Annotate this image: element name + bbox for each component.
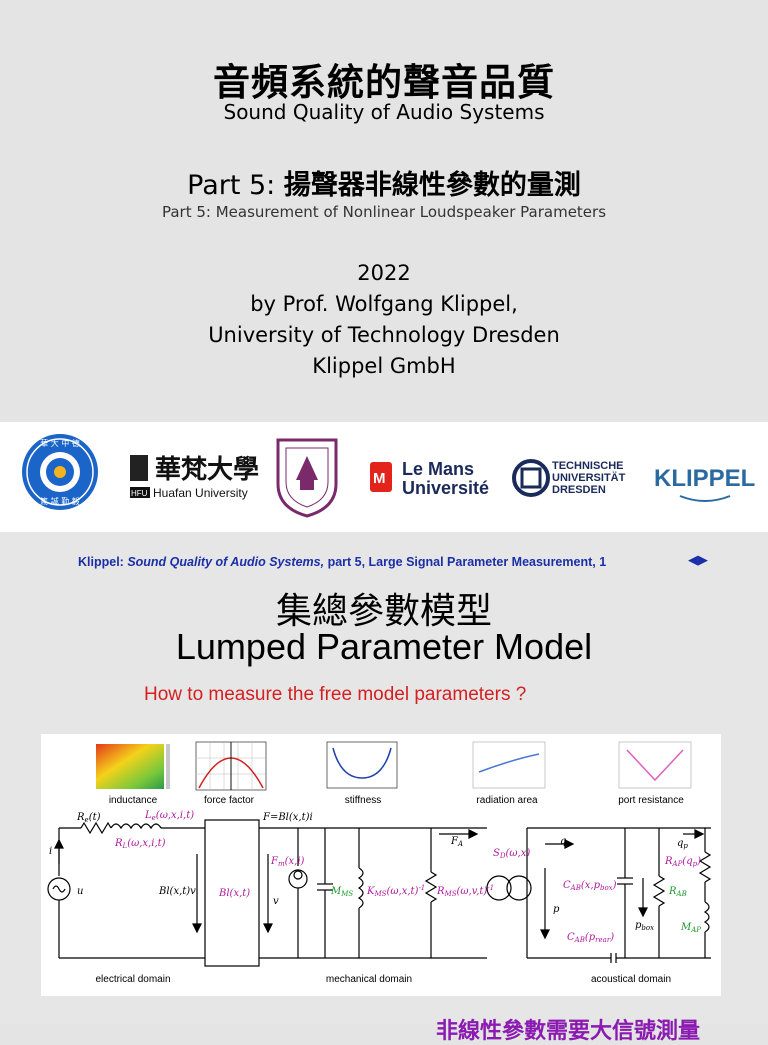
svg-text:v: v	[273, 896, 279, 907]
label-stiffness: stiffness	[345, 795, 382, 806]
slide2-header: Klippel: Sound Quality of Audio Systems,…	[78, 555, 606, 569]
circuit-wiring	[47, 819, 712, 967]
svg-text:F=Bl(x,t)i: F=Bl(x,t)i	[262, 812, 313, 823]
svg-text:Re(t): Re(t)	[76, 812, 101, 824]
author: by Prof. Wolfgang Klippel,	[250, 292, 518, 316]
lemans-line2: Université	[402, 478, 489, 498]
part-prefix: Part 5:	[187, 170, 284, 201]
svg-text:RAB: RAB	[668, 886, 687, 898]
klippel-text: KLIPPEL	[654, 465, 755, 492]
svg-text:Bl(x,t): Bl(x,t)	[218, 888, 250, 899]
label-inductance: inductance	[109, 795, 158, 806]
circuit-arrows	[54, 829, 705, 940]
lemans-logo: M Le Mans Université	[370, 459, 489, 498]
svg-text:Fm(x,i): Fm(x,i)	[270, 856, 305, 868]
affiliation-tud: University of Technology Dresden	[208, 323, 560, 347]
header-prefix: Klippel:	[78, 555, 128, 569]
svg-text:SD(ω,x): SD(ω,x)	[493, 848, 530, 860]
circuit-labels: Re(t) Le(ω,x,i,t) RL(ω,x,i,t) i u Bl(x,t…	[49, 810, 701, 944]
slide-nav[interactable]: ◀▶	[688, 553, 708, 568]
svg-text:FA: FA	[450, 836, 463, 848]
svg-text:Le(ω,x,i,t): Le(ω,x,i,t)	[144, 810, 194, 822]
thumb-radiation-area	[472, 741, 546, 789]
year: 2022	[357, 261, 411, 285]
thumb-force-factor	[195, 741, 267, 791]
svg-text:華 大 中 德: 華 大 中 德	[40, 438, 80, 448]
tud-line3: DRESDEN	[552, 484, 606, 496]
lumped-model-diagram: inductance force factor stiffness radiat…	[41, 734, 721, 996]
slide2-bottom-note: 非線性參數需要大信號測量	[436, 1019, 701, 1044]
svg-text:Bl(x,t)v: Bl(x,t)v	[158, 886, 196, 897]
svg-text:q: q	[560, 836, 566, 847]
svg-text:CAB(x,pbox): CAB(x,pbox)	[563, 880, 617, 892]
part-heading: Part 5: 揚聲器非線性參數的量測	[0, 163, 768, 202]
huafan-en: Huafan University	[153, 486, 248, 500]
header-suffix: part 5, Large Signal Parameter Measureme…	[324, 555, 607, 569]
label-force-factor: force factor	[204, 795, 255, 806]
svg-text:CAB(prear): CAB(prear)	[567, 932, 614, 944]
svg-text:i: i	[49, 846, 52, 857]
part-subtitle-en: Part 5: Measurement of Nonlinear Loudspe…	[161, 203, 607, 221]
svg-text:qp: qp	[677, 838, 688, 850]
svg-text:pbox: pbox	[635, 920, 654, 932]
shield-logo	[276, 438, 338, 518]
svg-text:KMS(ω,x,t)-1: KMS(ω,x,t)-1	[366, 884, 425, 898]
svg-text:篤 誠 勤 毅: 篤 誠 勤 毅	[40, 496, 80, 506]
seal-logo-left: 華 大 中 德 篤 誠 勤 毅	[22, 434, 98, 510]
part-title-cn: 揚聲器非線性參數的量測	[283, 170, 581, 201]
header-title: Sound Quality of Audio Systems,	[127, 555, 325, 569]
svg-text:RMS(ω,v,t)-1: RMS(ω,v,t)-1	[436, 884, 494, 898]
thumb-inductance	[96, 744, 170, 789]
thumb-port-resistance	[618, 741, 692, 789]
slide2-title-cn: 集總參數模型	[275, 591, 492, 632]
svg-text:M: M	[373, 470, 386, 487]
slide2-title-en: Lumped Parameter Model	[175, 626, 593, 667]
tud-line2: UNIVERSITÄT	[552, 471, 626, 484]
slide1-title-en: Sound Quality of Audio Systems	[223, 100, 545, 124]
tud-logo: TECHNISCHE UNIVERSITÄT DRESDEN	[512, 459, 626, 497]
huafan-logo: 華梵大學 HFU Huafan University	[130, 455, 259, 500]
svg-text:MAP: MAP	[680, 922, 701, 934]
label-radiation-area: radiation area	[476, 795, 538, 806]
svg-text:p: p	[553, 904, 560, 915]
label-port-resistance: port resistance	[618, 795, 684, 806]
logo-band: 華 大 中 德 篤 誠 勤 毅 華梵大學 HFU Huafan Universi…	[0, 422, 768, 532]
svg-text:RL(ω,x,i,t): RL(ω,x,i,t)	[114, 838, 166, 850]
svg-text:u: u	[77, 886, 83, 897]
huafan-cn: 華梵大學	[155, 455, 259, 485]
label-mechanical-domain: mechanical domain	[326, 974, 412, 985]
prev-arrow-icon[interactable]: ◀	[688, 553, 698, 568]
svg-text:RAP(qp): RAP(qp)	[664, 856, 701, 868]
slide1-title-cn: 音頻系統的聲音品質	[213, 61, 555, 104]
next-arrow-icon[interactable]: ▶	[698, 553, 708, 568]
label-acoustical-domain: acoustical domain	[591, 974, 671, 985]
affiliation-klippel: Klippel GmbH	[312, 354, 456, 378]
huafan-abbr: HFU	[131, 489, 148, 498]
thumb-stiffness	[326, 741, 398, 789]
label-electrical-domain: electrical domain	[95, 974, 170, 985]
credits: 2022 by Prof. Wolfgang Klippel, Universi…	[0, 258, 768, 382]
lemans-line1: Le Mans	[402, 459, 474, 479]
svg-text:MMS: MMS	[330, 886, 353, 898]
tud-line1: TECHNISCHE	[552, 460, 624, 472]
klippel-logo: KLIPPEL	[654, 465, 755, 502]
slide2-question: How to measure the free model parameters…	[144, 684, 527, 705]
